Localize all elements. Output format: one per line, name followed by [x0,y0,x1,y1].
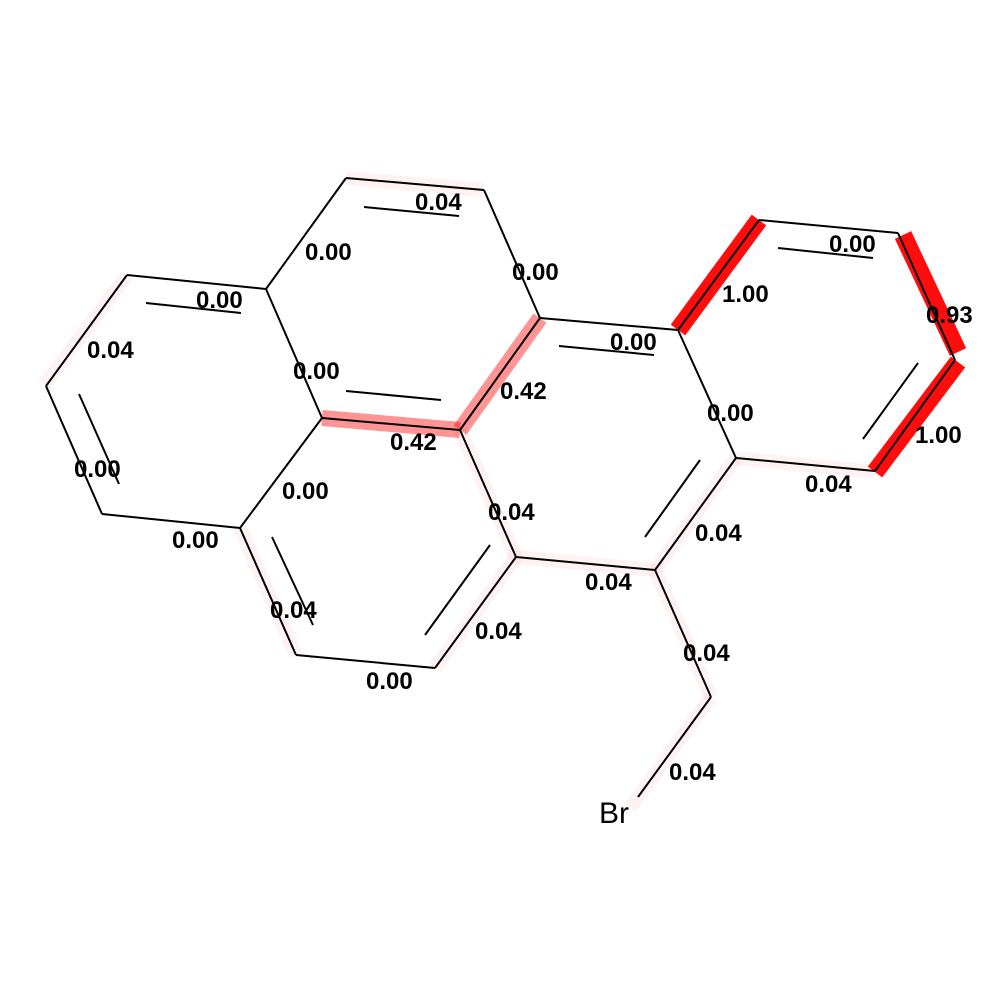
bond-line [459,317,541,431]
bond-line [897,232,956,361]
bond-weight-label: 0.00 [74,456,121,483]
bond-weight-label: 0.00 [293,358,340,385]
bond-line [758,219,899,234]
bond-weight-label: 0.00 [196,287,243,314]
atom-label-bromine: Br [599,797,629,830]
bond-line [677,329,737,459]
bond-weight-label: 1.00 [722,281,769,308]
bond-weight-label: 0.04 [683,640,730,667]
bond-line [145,302,242,314]
bond-line [265,177,347,290]
bond-weight-label: 0.04 [695,520,742,547]
bond-line [654,457,737,571]
bond-line [735,457,876,472]
bond-weight-label: 0.00 [707,400,754,427]
bond-weight-label: 0.00 [829,231,876,258]
bond-line [345,177,485,191]
bond-line [483,189,541,319]
bond-weight-label: 0.04 [415,189,462,216]
bond-line [539,317,679,331]
bond-line [777,247,874,259]
bonds [45,177,956,798]
bond-weight-label: 0.04 [805,471,852,498]
bond-line [558,345,655,356]
bond-line [265,288,323,419]
bond-line [874,359,956,472]
bond-highlight [867,356,966,478]
bond-weight-label: 0.42 [500,378,547,405]
bond-line [345,390,442,401]
bond-weight-label: 0.00 [305,239,352,266]
bond-weight-label: 0.00 [366,668,413,695]
bond-weight-label: 0.93 [926,302,973,329]
bond-weight-label: 0.42 [390,429,437,456]
bond-weight-label: 0.04 [475,618,522,645]
bond-line [644,459,701,538]
bond-line [424,544,491,636]
bond-weight-label: 0.00 [512,259,559,286]
bond-line [434,556,517,669]
bond-weight-label: 0.04 [270,597,317,624]
bond-line [862,362,919,440]
bond-line [295,654,436,669]
bond-line [101,513,241,529]
bond-weight-label: 0.04 [87,337,134,364]
bond-line [321,417,461,431]
bond-weight-labels: 0.04 0.00 0.00 0.00 0.04 1.00 0.00 0.93 … [74,189,973,786]
bond-line [239,527,297,656]
bond-line [271,536,314,626]
bond-line [637,696,712,798]
bond-line [45,385,103,515]
bond-line [677,219,760,331]
bond-line [654,569,712,698]
bond-line [126,274,267,290]
bond-line [363,206,460,217]
bond-highlight [894,231,967,356]
bond-line [515,556,656,571]
bond-weight-label: 0.00 [172,527,219,554]
bond-weight-label: 1.00 [915,422,962,449]
bond-weight-label: 0.04 [488,499,535,526]
bond-weight-label: 0.00 [282,478,329,505]
bond-weight-label: 0.04 [669,759,716,786]
bond-weight-label: 0.04 [585,569,632,596]
bond-line [459,429,517,558]
bond-line [239,417,323,529]
bond-weight-label: 0.00 [610,329,657,356]
bond-line [78,393,120,485]
bond-line [45,274,128,387]
